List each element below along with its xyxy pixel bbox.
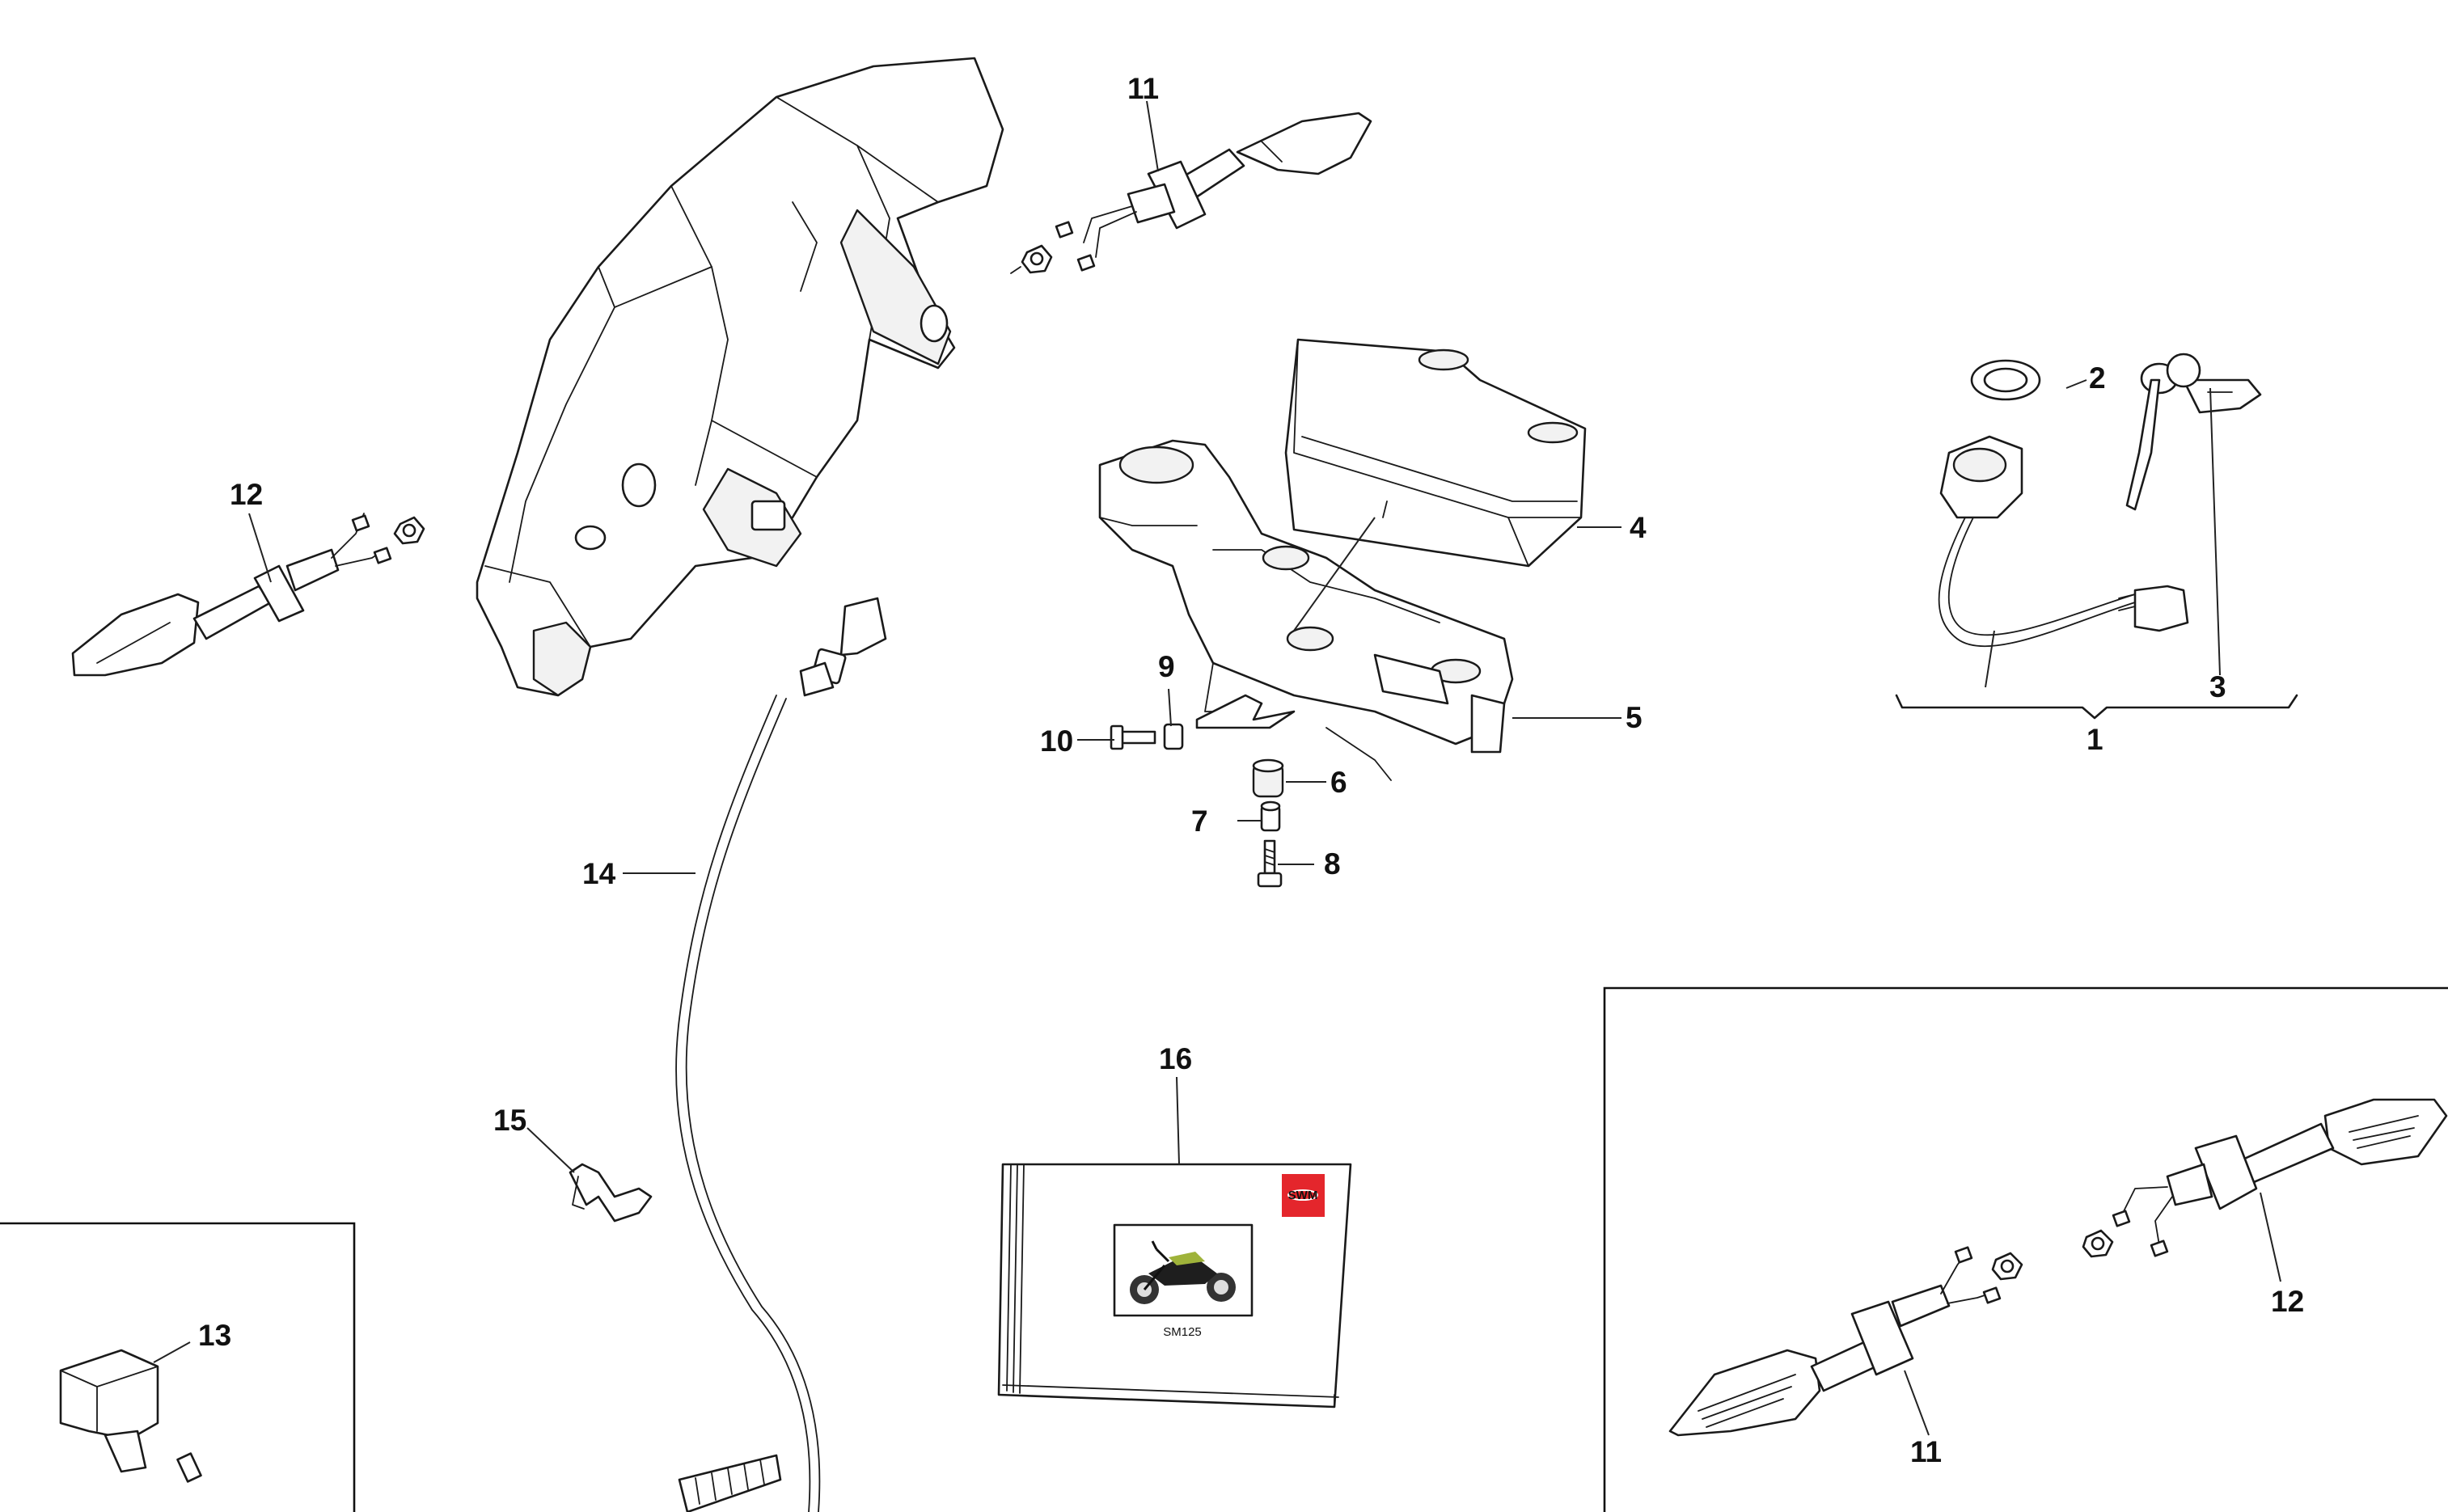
turn-signal-left-icon (71, 513, 425, 677)
bracket-plate-icon (1195, 694, 1296, 729)
callout-15: 15 (493, 1104, 526, 1137)
callout-9: 9 (1158, 650, 1175, 683)
motorcycle-image (1130, 1240, 1236, 1304)
callout-4: 4 (1630, 511, 1647, 544)
callout-8: 8 (1324, 847, 1341, 881)
manual-model-caption: SM125 (1163, 1325, 1202, 1339)
screw-icon (1257, 839, 1283, 888)
brand-logo-text: SWM (1288, 1189, 1318, 1202)
callout-2: 2 (2089, 361, 2106, 395)
wiring-cable-icon (675, 597, 887, 1512)
owner-manual-icon: SWM SM125 (997, 1163, 1352, 1409)
callout-5: 5 (1626, 701, 1643, 734)
indicator-inset-frame (1603, 986, 2448, 1512)
turn-signal-alt-left-icon (1668, 1246, 2023, 1437)
callout-11-box: 11 (1910, 1435, 1942, 1468)
instrument-cluster-icon (1284, 338, 1587, 568)
headlight-fairing-icon (476, 57, 1004, 697)
callout-12-left: 12 (230, 478, 263, 511)
callout-7: 7 (1191, 805, 1208, 838)
spacer-bushing-icon (1260, 800, 1281, 832)
callout-3: 3 (2209, 670, 2226, 703)
turn-signal-alt-right-icon (2082, 1098, 2448, 1258)
dashboard-bracket-icon (1098, 439, 1514, 781)
callout-12-box: 12 (2271, 1285, 2304, 1318)
callout-11-top: 11 (1127, 72, 1159, 105)
callout-13: 13 (198, 1319, 231, 1352)
cable-clip-icon (569, 1163, 653, 1223)
flasher-relay-icon (59, 1349, 202, 1483)
callout-10: 10 (1040, 724, 1073, 758)
relay-inset-frame (0, 1222, 356, 1512)
kit-bracket (1895, 694, 2298, 720)
ignition-switch-icon (1938, 359, 2189, 648)
callout-14: 14 (582, 857, 616, 890)
rubber-grommet-icon (1252, 758, 1284, 798)
turn-signal-top-icon (1010, 112, 1372, 274)
bolt-washer-icon (1110, 723, 1184, 750)
key-icon (2125, 353, 2262, 511)
leader-lines (153, 100, 2281, 1436)
callout-1: 1 (2087, 723, 2103, 756)
callout-16: 16 (1159, 1042, 1192, 1075)
callout-6: 6 (1330, 766, 1347, 799)
